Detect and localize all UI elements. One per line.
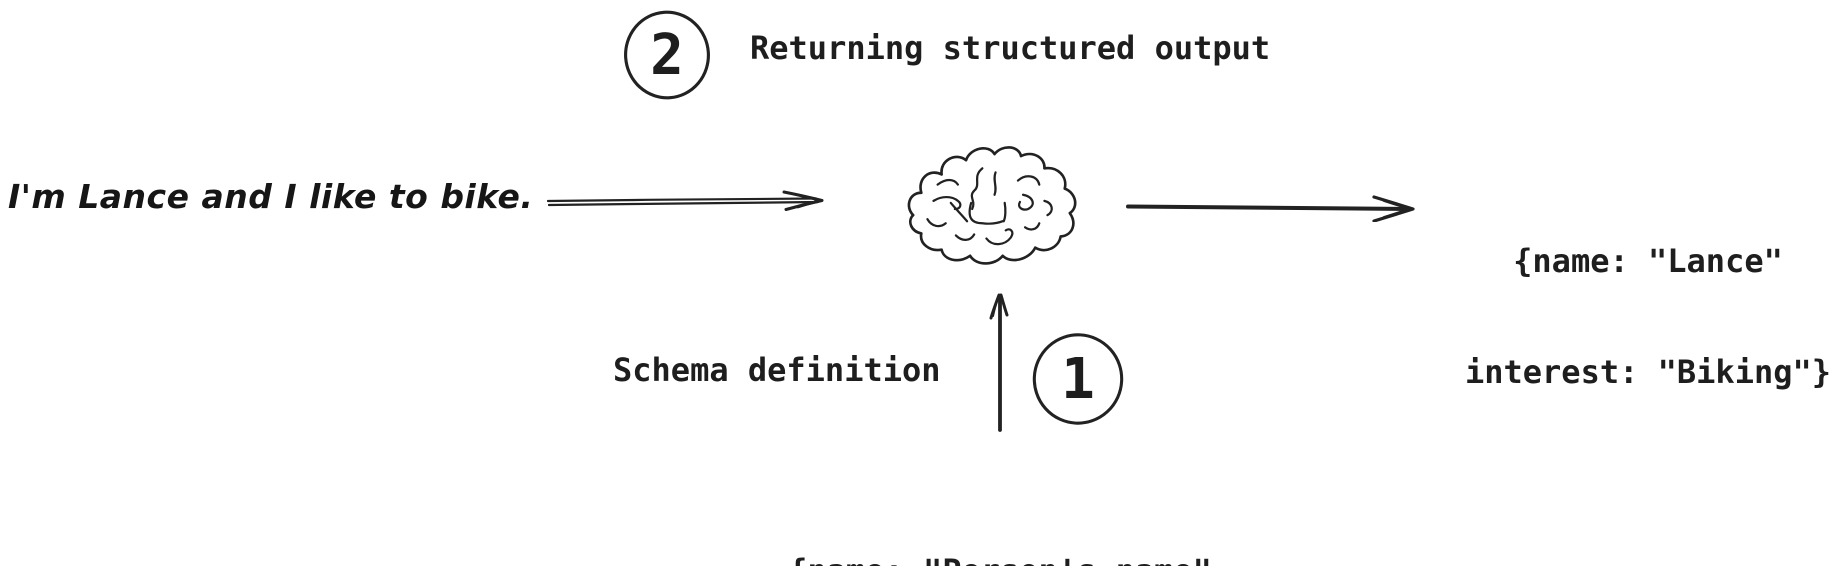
output-code-line: interest: "Biking"}: [1464, 353, 1832, 391]
step-2-badge: 2: [621, 9, 713, 101]
step-number: 2: [650, 22, 684, 88]
step-1-badge: 1: [1030, 331, 1126, 427]
schema-code-line: {name: "Person's name": [680, 553, 1320, 566]
output-code: {name: "Lance" interest: "Biking"}: [1418, 169, 1838, 465]
step1-label: Schema definition: [613, 351, 941, 389]
arrow-up-schema-icon: [989, 293, 1009, 432]
step-number: 1: [1061, 346, 1095, 412]
step2-label: Returning structured output: [750, 29, 1271, 67]
input-text: I'm Lance and I like to bike.: [8, 177, 534, 216]
schema-code: {name: "Person's name" interest: "Person…: [680, 479, 1320, 566]
arrow-right-output-icon: [1126, 195, 1415, 222]
circle-outline-icon: [624, 10, 710, 100]
output-code-line: {name: "Lance": [1513, 242, 1783, 280]
brain-icon: [907, 146, 1077, 265]
arrow-right-input-icon: [546, 190, 824, 211]
circle-outline-icon: [1032, 333, 1124, 425]
